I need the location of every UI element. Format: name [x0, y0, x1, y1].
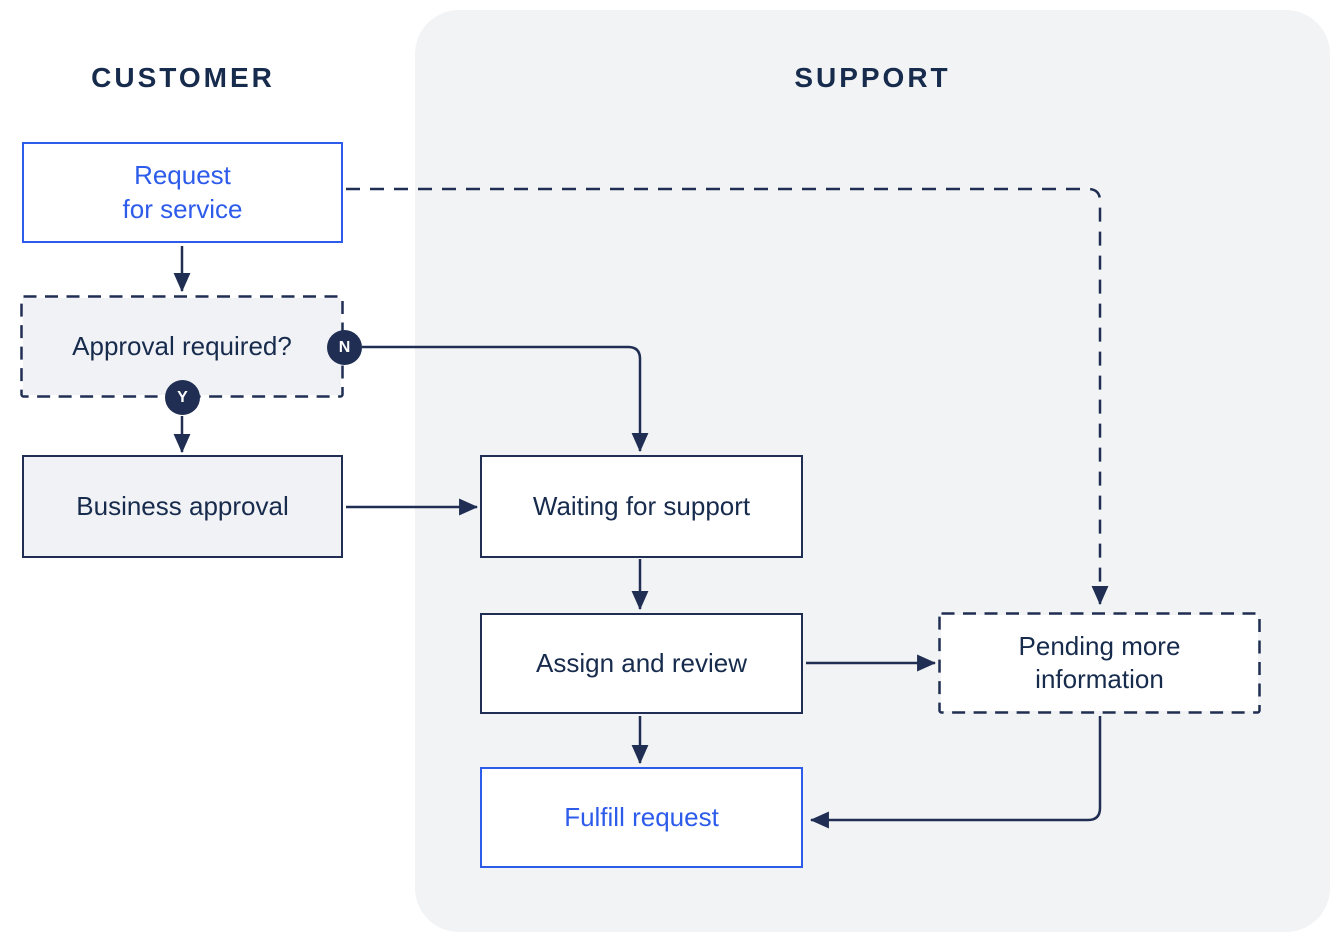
- lane-support-title: SUPPORT: [794, 62, 951, 93]
- node-assign-and-review: Assign and review: [480, 613, 803, 714]
- node-business-label: Business approval: [76, 490, 289, 521]
- node-waiting-label: Waiting for support: [532, 490, 751, 521]
- node-business-approval: Business approval: [22, 455, 343, 558]
- node-fulfill-label: Fulfill request: [564, 801, 719, 832]
- node-approval-label: Approval required?: [72, 330, 292, 361]
- node-request-label-line1: Request: [134, 160, 231, 191]
- node-request-label-line2: for service: [122, 193, 243, 224]
- node-waiting-for-support: Waiting for support: [480, 455, 803, 558]
- node-fulfill-request: Fulfill request: [480, 767, 803, 868]
- node-pending-label: Pending more information: [1019, 630, 1181, 697]
- decision-badge-no: N: [327, 330, 362, 365]
- node-request-label: Request for service: [123, 159, 243, 226]
- node-pending-label-line2: information: [1035, 664, 1164, 694]
- decision-badge-yes: Y: [165, 380, 200, 415]
- node-request-for-service: Request for service: [22, 142, 343, 243]
- node-assign-label: Assign and review: [536, 647, 747, 678]
- lane-customer-title: CUSTOMER: [91, 62, 275, 93]
- node-pending-label-line1: Pending more: [1018, 630, 1181, 661]
- node-pending-more-information: Pending more information: [941, 615, 1258, 711]
